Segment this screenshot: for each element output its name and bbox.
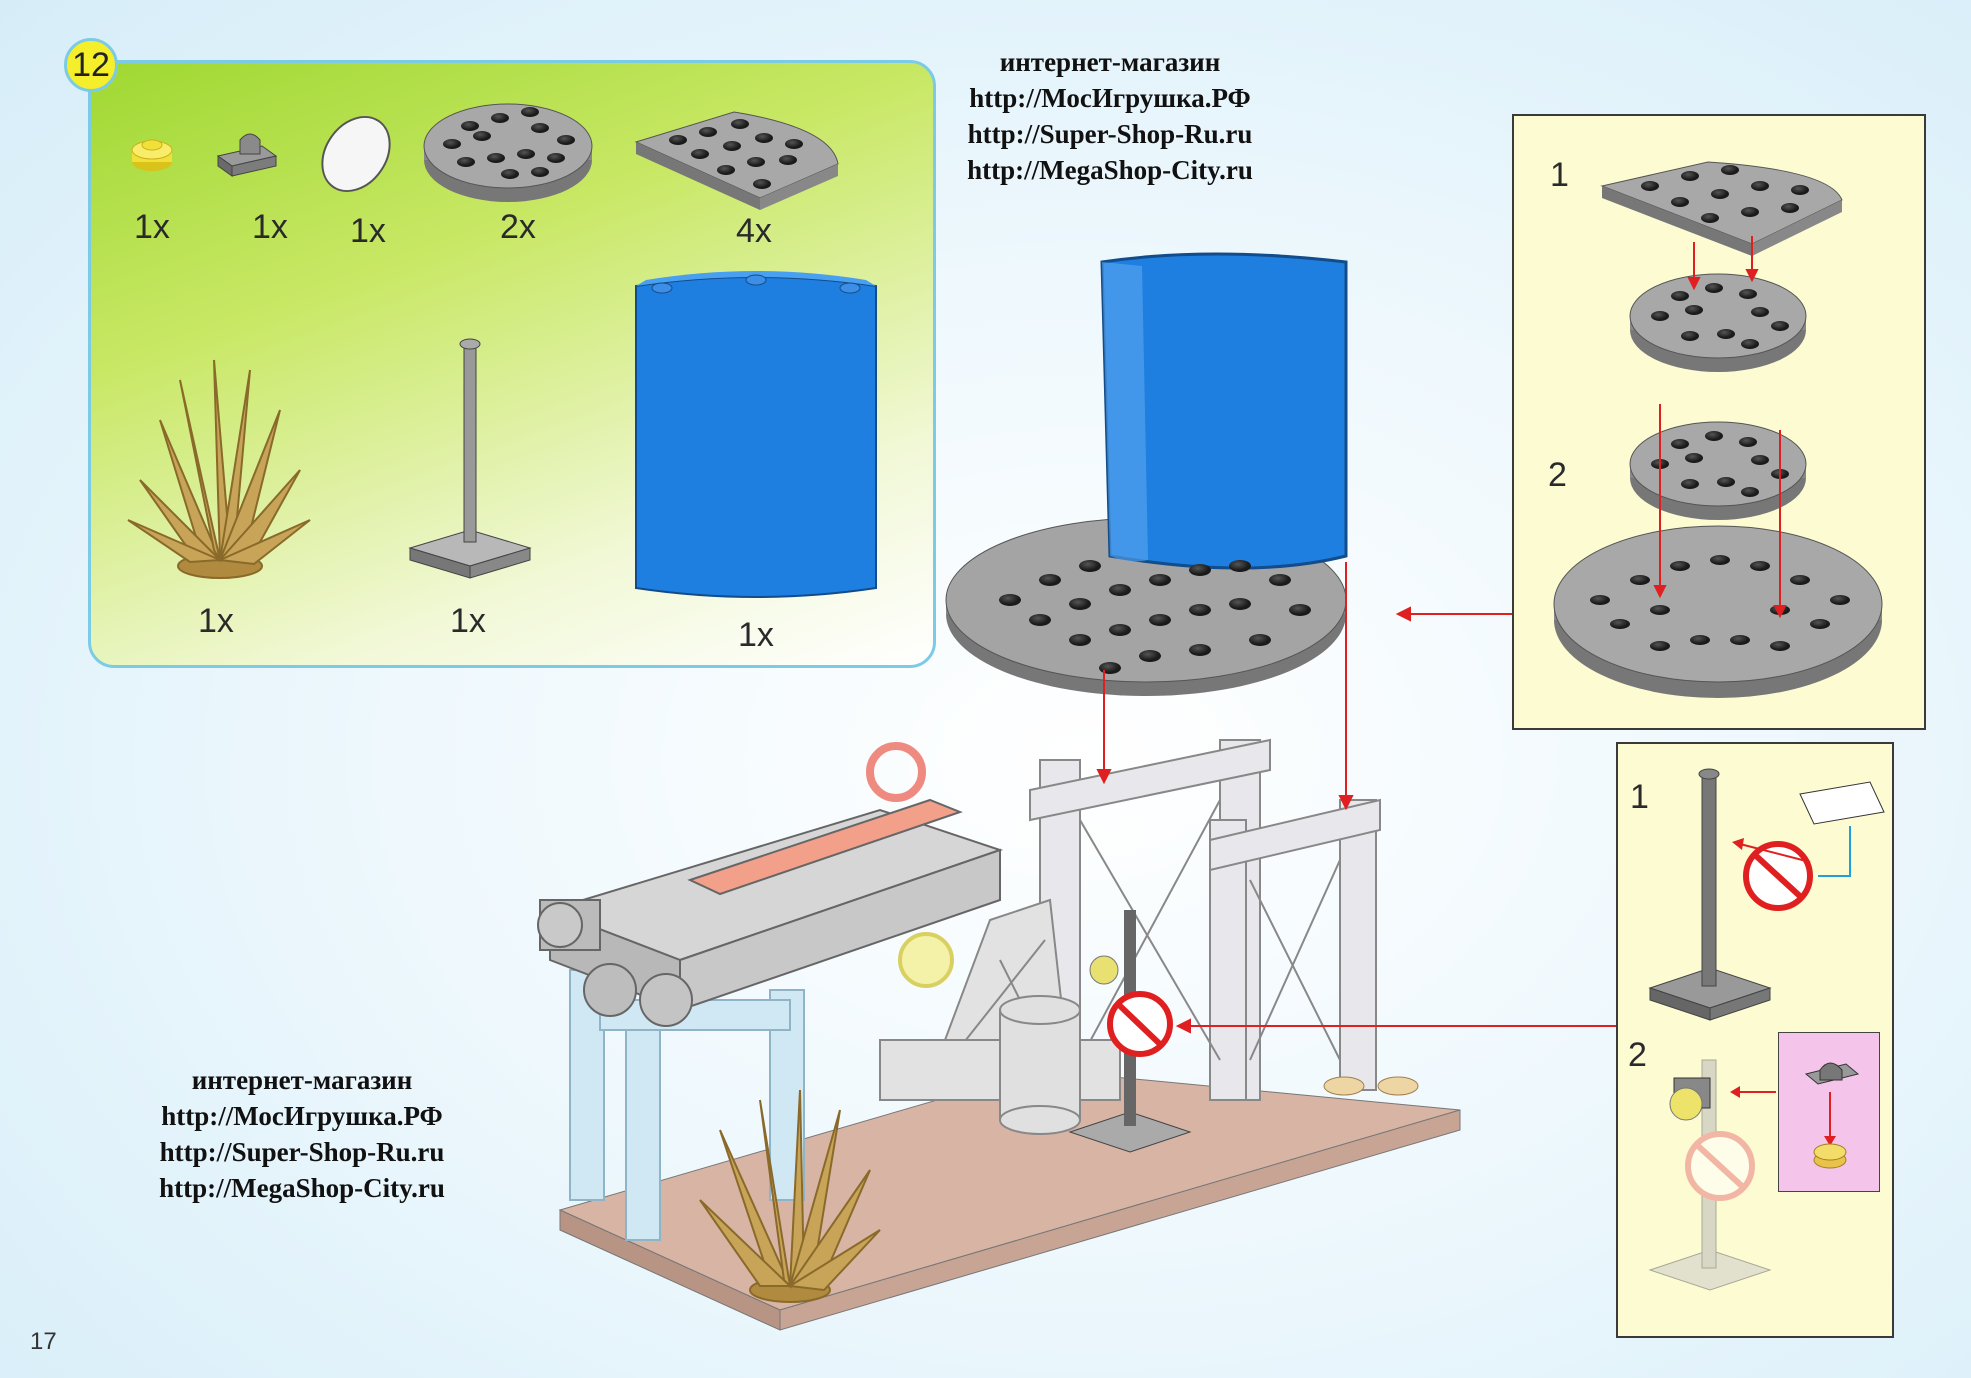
gray-derrick xyxy=(879,898,1121,1101)
gray-barrel xyxy=(999,995,1081,1135)
light-blue-frame xyxy=(569,969,805,1241)
shop-watermark-bottom: интернет-магазин http://МосИгрушка.РФ ht… xyxy=(132,1062,472,1206)
white-truss-frames xyxy=(1029,738,1381,1121)
no-fire-sign xyxy=(1068,910,1192,1153)
part-qty-1: 1x xyxy=(134,208,170,246)
watermark-top-line1: интернет-магазин xyxy=(999,47,1221,77)
step-number-badge: 12 xyxy=(64,38,118,92)
shop-watermark-top: интернет-магазин http://МосИгрушка.РФ ht… xyxy=(940,44,1280,188)
watermark-bottom-line2: http://МосИгрушка.РФ xyxy=(161,1101,443,1131)
watermark-top-line4: http://MegaShop-City.ru xyxy=(967,155,1253,185)
part-qty-4: 2x xyxy=(500,208,536,246)
part-qty-6: 1x xyxy=(198,602,234,640)
pink-callout-box xyxy=(1778,1032,1880,1192)
parts-list-panel xyxy=(88,60,936,668)
gray-machinery xyxy=(537,798,1004,1027)
part-qty-7: 1x xyxy=(450,602,486,640)
tank-substep-2-label: 2 xyxy=(1548,456,1567,494)
part-qty-8: 1x xyxy=(738,616,774,654)
part-qty-5: 4x xyxy=(736,212,772,250)
watermark-top-line3: http://Super-Shop-Ru.ru xyxy=(967,119,1253,149)
yellow-valve-wheel xyxy=(898,932,954,988)
part-qty-2: 1x xyxy=(252,208,288,246)
tank-substep-1-label: 1 xyxy=(1550,156,1569,194)
page-number: 17 xyxy=(30,1328,57,1355)
brown-baseplate xyxy=(558,1069,1461,1331)
blue-tank-assembly xyxy=(945,252,1348,696)
sign-substep-1-label: 1 xyxy=(1630,778,1649,816)
part-qty-3: 1x xyxy=(350,212,386,250)
red-valve-wheel xyxy=(866,742,926,802)
watermark-bottom-line3: http://Super-Shop-Ru.ru xyxy=(159,1137,445,1167)
tan-round-plates xyxy=(1323,1076,1419,1096)
tank-base-subassembly-panel xyxy=(1512,114,1926,730)
tan-grass-plant xyxy=(699,1089,881,1303)
watermark-bottom-line1: интернет-магазин xyxy=(191,1065,413,1095)
watermark-bottom-line4: http://MegaShop-City.ru xyxy=(159,1173,445,1203)
sign-substep-2-label: 2 xyxy=(1628,1036,1647,1074)
watermark-top-line2: http://МосИгрушка.РФ xyxy=(969,83,1251,113)
